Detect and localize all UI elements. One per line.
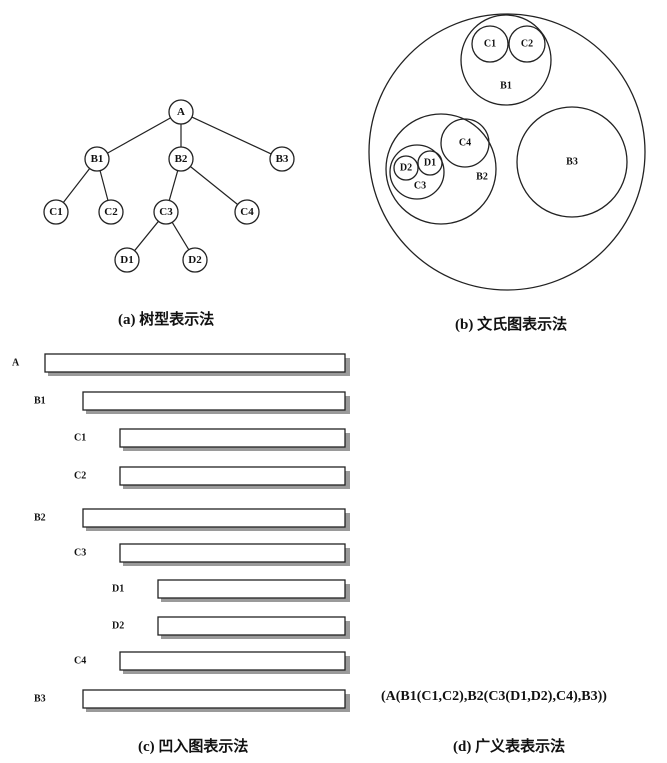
tree-edge-b2-c3 (168, 170, 179, 201)
venn-label-d1: D1 (424, 158, 436, 169)
venn-set-c3 (389, 144, 445, 200)
tree-node-a: A (168, 99, 194, 125)
tree-node-circle (98, 199, 124, 225)
venn-set-c2 (508, 25, 546, 63)
venn-label-c2: C2 (521, 39, 533, 50)
tree-node-circle (84, 146, 110, 172)
tree-edge-c3-d1 (134, 220, 159, 252)
venn-label-c3: C3 (414, 181, 426, 192)
venn-set-a (368, 13, 646, 291)
tree-node-circle (234, 199, 260, 225)
tree-node-circle (168, 99, 194, 125)
tree-node-label: B3 (276, 153, 289, 165)
tree-node-label: B1 (91, 153, 104, 165)
venn-set-b1 (460, 14, 552, 106)
venn-label-b2: B2 (476, 172, 488, 183)
indent-label-c4: C4 (74, 656, 86, 667)
tree-node-circle (182, 247, 208, 273)
indent-label-d1: D1 (112, 584, 124, 595)
tree-node-c3: C3 (153, 199, 179, 225)
tree-node-label: D1 (120, 254, 133, 266)
venn-set-c4 (440, 118, 490, 168)
tree-node-c1: C1 (43, 199, 69, 225)
tree-edge-b1-c2 (99, 170, 109, 201)
indent-label-c1: C1 (74, 433, 86, 444)
indent-bar-d2 (157, 616, 346, 636)
venn-label-b3: B3 (566, 157, 578, 168)
indent-bar-d1 (157, 579, 346, 599)
tree-node-c4: C4 (234, 199, 260, 225)
indent-bar-c4 (119, 651, 346, 671)
tree-edge-b1-c1 (62, 168, 91, 203)
indent-label-b2: B2 (34, 513, 46, 524)
indent-label-c3: C3 (74, 548, 86, 559)
indent-label-c2: C2 (74, 471, 86, 482)
tree-node-circle (269, 146, 295, 172)
tree-edge-b2-c4 (189, 166, 239, 205)
tree-node-label: A (177, 106, 185, 118)
venn-set-d1 (417, 150, 443, 176)
indent-label-a: A (12, 358, 20, 369)
venn-diagram: C1 C2 B1 D2 D1 C3 C4 B2 B3 (368, 13, 646, 291)
tree-node-circle (153, 199, 179, 225)
tree-node-b3: B3 (269, 146, 295, 172)
venn-set-b2 (385, 113, 497, 225)
tree-node-label: C1 (49, 206, 62, 218)
tree-node-label: C4 (240, 206, 254, 218)
tree-node-c2: C2 (98, 199, 124, 225)
generalized-list-expression: (A(B1(C1,C2),B2(C3(D1,D2),C4),B3)) (381, 689, 607, 704)
indent-bar-b2 (82, 508, 346, 528)
tree-node-label: B2 (175, 153, 188, 165)
indent-label-b3: B3 (34, 694, 46, 705)
venn-label-b1: B1 (500, 81, 512, 92)
indent-label-d2: D2 (112, 621, 124, 632)
caption-d: (d) 广义表表示法 (453, 739, 566, 755)
tree-node-d1: D1 (114, 247, 140, 273)
tree-node-label: D2 (188, 254, 202, 266)
indent-bar-b3 (82, 689, 346, 709)
tree-node-label: C2 (104, 206, 118, 218)
tree-edge-a-b3 (191, 116, 272, 155)
indent-label-b1: B1 (34, 396, 46, 407)
tree-node-circle (168, 146, 194, 172)
caption-c: (c) 凹入图表示法 (138, 739, 249, 755)
indent-bar-b1 (82, 391, 346, 411)
tree-node-label: C3 (159, 206, 173, 218)
indent-bar-c1 (119, 428, 346, 448)
tree-node-b1: B1 (84, 146, 110, 172)
venn-set-d2 (393, 155, 419, 181)
venn-label-c4: C4 (459, 138, 471, 149)
tree-node-circle (114, 247, 140, 273)
caption-a: (a) 树型表示法 (118, 312, 215, 328)
caption-b: (b) 文氏图表示法 (455, 317, 568, 333)
indent-bar-c3 (119, 543, 346, 563)
indent-bar-a (44, 353, 346, 373)
venn-label-c1: C1 (484, 39, 496, 50)
tree-node-d2: D2 (182, 247, 208, 273)
tree-node-b2: B2 (168, 146, 194, 172)
tree-edge-a-b1 (107, 117, 171, 154)
indent-bar-c2 (119, 466, 346, 486)
tree-edges (62, 116, 272, 252)
venn-set-b3 (516, 106, 628, 218)
tree-node-circle (43, 199, 69, 225)
venn-label-d2: D2 (400, 163, 412, 174)
venn-set-c1 (471, 25, 509, 63)
tree-edge-c3-d2 (171, 221, 190, 251)
